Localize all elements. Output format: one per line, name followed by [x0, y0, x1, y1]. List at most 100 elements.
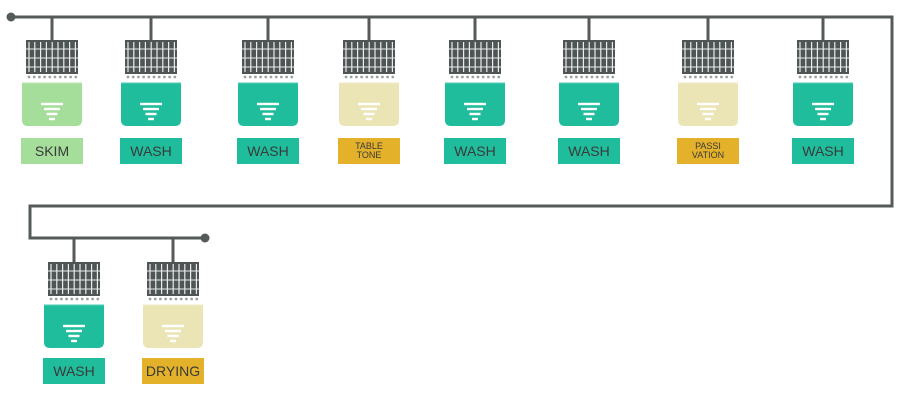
tank-icon — [238, 81, 298, 126]
rack-drip — [835, 75, 838, 79]
station-label: WASH — [558, 138, 620, 164]
liquid-level-line — [170, 339, 176, 343]
liquid-level-line — [464, 102, 486, 106]
rack-drip — [163, 75, 166, 79]
rack-drip — [80, 297, 84, 301]
rack-drip — [601, 75, 604, 79]
rack-drip — [38, 75, 41, 79]
station-10 — [143, 238, 203, 348]
station-label: DRYING — [142, 358, 204, 384]
liquid-level-line — [63, 324, 85, 328]
rack-drip — [173, 75, 177, 79]
rack-drip — [65, 297, 68, 301]
liquid-level-line — [472, 117, 478, 121]
rack-drip — [694, 75, 697, 79]
rack-drip — [142, 75, 146, 79]
rack-drip — [840, 75, 843, 79]
tank-icon — [339, 81, 399, 126]
station-group — [22, 17, 853, 348]
tank-icon — [793, 81, 853, 126]
rack-drip — [74, 75, 78, 79]
rack-drip — [27, 75, 31, 79]
rack-drip — [43, 75, 46, 79]
rack-drip — [185, 297, 188, 301]
rack-drip — [845, 75, 849, 79]
rack-drip — [590, 75, 594, 79]
rack-drip — [814, 75, 817, 79]
rack-drip — [381, 75, 384, 79]
rack-drip — [714, 75, 718, 79]
rack-drip — [461, 75, 464, 79]
rack-drip — [174, 297, 178, 301]
liquid-level-line — [49, 117, 55, 121]
rack-drip — [481, 75, 485, 79]
liquid-level-line — [162, 324, 184, 328]
rack-drip — [471, 75, 475, 79]
rack-drip — [75, 297, 79, 301]
rack-drip — [153, 297, 157, 301]
rack-drip — [824, 75, 828, 79]
rack-drip — [54, 297, 58, 301]
rack-drip — [91, 297, 94, 301]
liquid-level-line — [815, 107, 831, 111]
liquid-level-line — [44, 107, 60, 111]
rack-drip — [564, 75, 568, 79]
rack-drip — [803, 75, 807, 79]
liquid-level-line — [262, 112, 274, 116]
rack-drip — [70, 297, 74, 301]
rack-drip — [580, 75, 583, 79]
tank-icon — [143, 303, 203, 348]
liquid-level-line — [145, 112, 157, 116]
parts-rack-icon — [797, 40, 849, 79]
rack-drip — [269, 75, 273, 79]
rack-drip — [190, 297, 194, 301]
rack-drip — [159, 297, 162, 301]
station-label: PASSI VATION — [677, 138, 739, 164]
parts-rack-icon — [242, 40, 294, 79]
rack-drip — [683, 75, 687, 79]
parts-rack-icon — [449, 40, 501, 79]
station-label: WASH — [237, 138, 299, 164]
liquid-level-line — [165, 329, 181, 333]
rack-drip — [360, 75, 363, 79]
rack-drip — [466, 75, 469, 79]
parts-rack-icon — [682, 40, 734, 79]
rack-drip — [126, 75, 130, 79]
rack-drip — [96, 297, 100, 301]
station-6 — [559, 17, 619, 126]
rack-drip — [819, 75, 823, 79]
rack-drip — [595, 75, 599, 79]
station-1 — [22, 17, 82, 126]
station-label: WASH — [792, 138, 854, 164]
rack-drip — [32, 75, 36, 79]
rack-drip — [264, 75, 268, 79]
tank-icon — [678, 81, 738, 126]
liquid-level-line — [66, 329, 82, 333]
rack-drip — [829, 75, 833, 79]
rack-drip — [86, 297, 89, 301]
rack-drip — [131, 75, 135, 79]
liquid-level-line — [361, 107, 377, 111]
station-8 — [793, 17, 853, 126]
rack-drip — [798, 75, 802, 79]
station-9 — [44, 238, 104, 348]
station-label: WASH — [120, 138, 182, 164]
liquid-level-line — [140, 102, 162, 106]
rack-drip — [290, 75, 294, 79]
rack-drip — [48, 75, 52, 79]
liquid-level-line — [700, 107, 716, 111]
station-5 — [445, 17, 505, 126]
liquid-level-line — [167, 334, 179, 338]
liquid-level-line — [578, 102, 600, 106]
station-2 — [121, 17, 181, 126]
rack-drip — [370, 75, 374, 79]
liquid-level-line — [697, 102, 719, 106]
rack-drip — [64, 75, 67, 79]
rack-drip — [611, 75, 615, 79]
rack-drip — [391, 75, 395, 79]
rack-drip — [809, 75, 812, 79]
liquid-level-line — [366, 117, 372, 121]
parts-rack-icon — [343, 40, 395, 79]
liquid-level-line — [46, 112, 58, 116]
